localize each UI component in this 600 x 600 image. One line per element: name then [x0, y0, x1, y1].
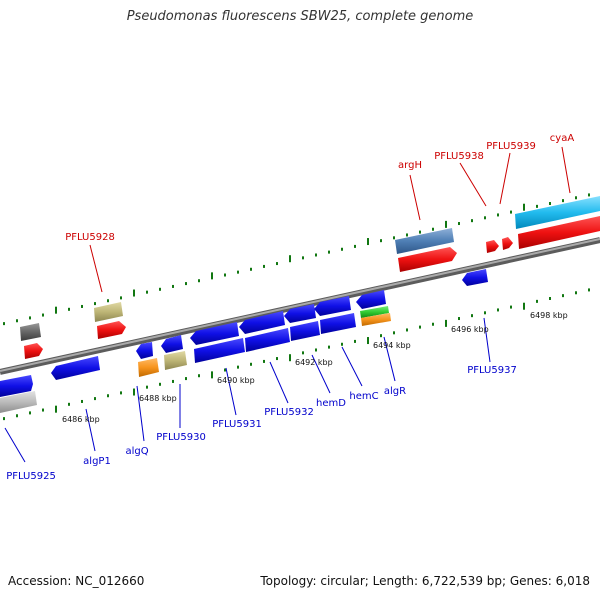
scale-labels: 6486 kbp 6488 kbp 6490 kbp 6492 kbp 6494…: [62, 311, 568, 424]
gene-label-pflu5925[interactable]: PFLU5925: [6, 471, 56, 482]
scale-ticks: [3, 193, 590, 421]
gene-algq-secondary[interactable]: [138, 358, 159, 377]
gene-arrow-algp1[interactable]: [51, 356, 100, 380]
gene-label-algp1[interactable]: algP1: [83, 456, 111, 467]
gene-arrow-pflu5939[interactable]: [502, 237, 513, 250]
reverse-strand-genes: [0, 269, 488, 413]
gene-arrow-pflu5932-b[interactable]: [245, 328, 290, 352]
gene-arrow-algq[interactable]: [136, 342, 153, 359]
scale-tick-label: 6496 kbp: [451, 325, 489, 334]
gene-arrow-hemc-a[interactable]: [314, 296, 351, 316]
gene-label-hemc[interactable]: hemC: [349, 391, 378, 402]
gene-pflu5930-secondary[interactable]: [164, 351, 187, 370]
label-leader-lines: [4, 146, 571, 463]
gene-label-pflu5928[interactable]: PFLU5928: [65, 232, 115, 243]
gene-label-hemd[interactable]: hemD: [316, 398, 346, 409]
gene-label-pflu5938[interactable]: PFLU5938: [434, 151, 484, 162]
gene-label-pflu5939[interactable]: PFLU5939: [486, 141, 536, 152]
scale-tick-label: 6492 kbp: [295, 358, 333, 367]
scale-tick-label: 6488 kbp: [139, 394, 177, 403]
gene-argh-secondary[interactable]: [395, 228, 454, 254]
reverse-gene-labels: PFLU5925 algP1 algQ PFLU5930 PFLU5931 PF…: [6, 365, 517, 482]
gene-arrow-hemd-a[interactable]: [284, 304, 316, 323]
gene-label-pflu5931[interactable]: PFLU5931: [212, 419, 262, 430]
scale-tick-label: 6498 kbp: [530, 311, 568, 320]
gene-arrow-pflu5930[interactable]: [161, 335, 183, 353]
gene-label-pflu5937[interactable]: PFLU5937: [467, 365, 517, 376]
gene-gray-left[interactable]: [20, 323, 41, 341]
gene-pflu5925-secondary[interactable]: [0, 391, 37, 413]
forward-strand-genes: [20, 196, 600, 359]
gene-arrow-cyaa[interactable]: [518, 216, 600, 249]
scale-tick-label: 6490 kbp: [217, 376, 255, 385]
gene-label-pflu5930[interactable]: PFLU5930: [156, 432, 206, 443]
gene-pflu5928-secondary[interactable]: [94, 302, 123, 322]
topology-summary: Topology: circular; Length: 6,722,539 bp…: [260, 574, 590, 588]
gene-arrow-pflu5931-b[interactable]: [194, 338, 245, 363]
gene-label-pflu5932[interactable]: PFLU5932: [264, 407, 314, 418]
gene-arrow-pflu5928[interactable]: [97, 321, 126, 339]
gene-label-algr[interactable]: algR: [384, 386, 406, 397]
gene-arrow-hemc-b[interactable]: [320, 313, 356, 334]
gene-arrow-pflu5938[interactable]: [486, 240, 499, 253]
gene-algr-green[interactable]: [360, 306, 389, 318]
forward-gene-labels: PFLU5928 argH PFLU5938 PFLU5939 cyaA: [65, 133, 574, 243]
genome-backbone: [0, 237, 600, 375]
gene-arrow-argh[interactable]: [398, 247, 457, 272]
scale-tick-label: 6494 kbp: [373, 341, 411, 350]
gene-arrow-pflu5925[interactable]: [0, 375, 33, 397]
gene-arrow-pflu5931-a[interactable]: [190, 322, 239, 345]
gene-label-argh[interactable]: argH: [398, 160, 422, 171]
gene-arrow-algr[interactable]: [356, 290, 386, 309]
accession-label: Accession: NC_012660: [8, 574, 145, 588]
scale-tick-label: 6486 kbp: [62, 415, 100, 424]
genome-title: Pseudomonas fluorescens SBW25, complete …: [126, 9, 474, 24]
gene-cyaa-secondary[interactable]: [515, 196, 600, 229]
gene-algr-orange[interactable]: [361, 313, 391, 326]
gene-arrow-pflu5932-a[interactable]: [239, 311, 285, 334]
gene-arrow-pflu5937[interactable]: [462, 269, 488, 286]
gene-label-cyaa[interactable]: cyaA: [550, 133, 575, 144]
gene-label-algq[interactable]: algQ: [125, 446, 148, 457]
gene-arrow-hemd-b[interactable]: [290, 321, 320, 341]
gene-arrow-red-left[interactable]: [24, 343, 43, 359]
